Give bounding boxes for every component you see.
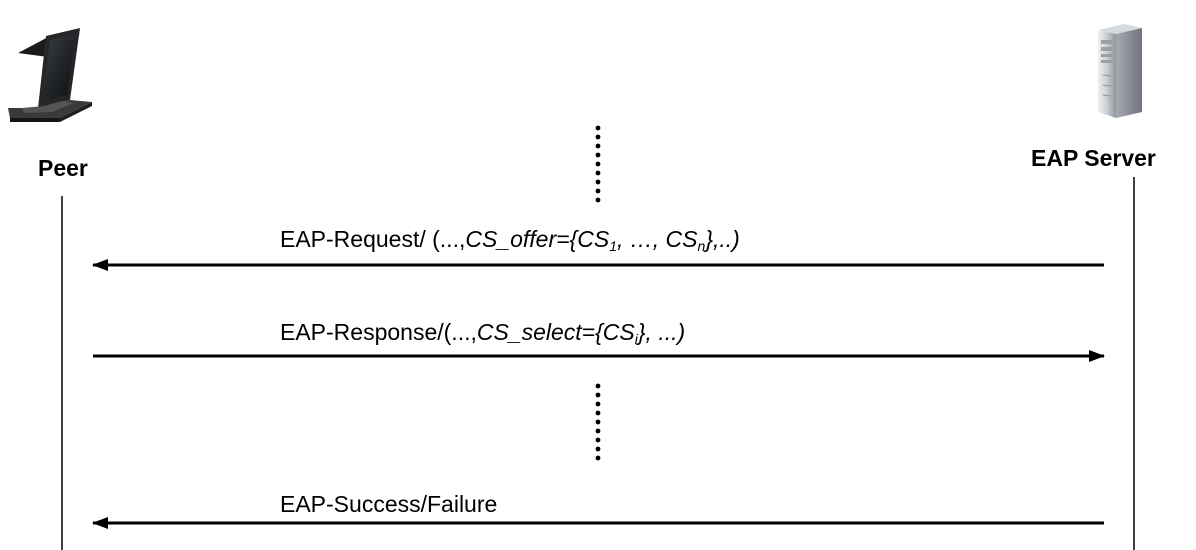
server-label: EAP Server [1031, 145, 1156, 171]
request-message-label: EAP-Request/ (...,CS_offer={CS1, …, CSn}… [280, 226, 740, 254]
response-prefix: EAP-Response/(..., [280, 319, 477, 345]
request-prefix: EAP-Request/ (..., [280, 226, 466, 252]
request-tail-text: } [705, 226, 713, 252]
response-sub1: i [634, 331, 638, 347]
request-offer-text: CS_offer={CS [465, 226, 610, 252]
ellipsis-dots-top [595, 125, 601, 203]
request-sub1: 1 [609, 238, 617, 254]
peer-label: Peer [38, 155, 88, 181]
response-tail-text: }, ...) [637, 319, 686, 345]
response-select-text: CS_select={CS [476, 319, 635, 345]
request-sub2: n [697, 238, 706, 254]
result-message-label: EAP-Success/Failure [280, 491, 498, 517]
ellipsis-dots-bottom [595, 383, 601, 461]
server-tower-icon [1098, 24, 1142, 118]
response-message-label: EAP-Response/(...,CS_select={CSi}, ...) [280, 319, 685, 347]
laptop-icon [8, 28, 92, 122]
request-suffix-text: ,..) [713, 226, 740, 252]
request-mid-text: , …, CS [617, 226, 698, 252]
